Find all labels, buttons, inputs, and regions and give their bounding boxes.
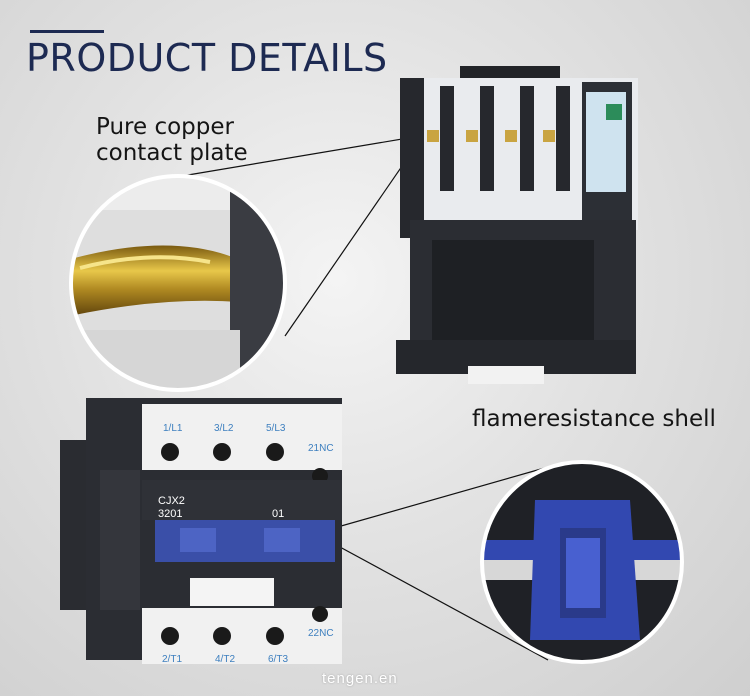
terminal-label-bottom: 2/T1: [162, 654, 182, 665]
terminal-label-bottom: 6/T3: [268, 654, 288, 665]
shell-callout-label: flameresistance shell: [472, 406, 716, 432]
watermark: tengen.en: [322, 670, 398, 687]
terminal-label-top: 1/L1: [163, 423, 183, 434]
actuator-zoom-circle: [480, 460, 684, 664]
terminal-label-bottom: 4/T2: [215, 654, 235, 665]
terminal-label-top: 21NC: [308, 443, 334, 454]
copper-zoom-circle: [69, 174, 287, 392]
terminal-label-top: 5/L3: [266, 423, 286, 434]
copper-callout-line1: Pure copper: [96, 114, 234, 140]
top-contactor: [396, 66, 638, 384]
copper-callout-line2: contact plate: [96, 140, 248, 166]
page-title: PRODUCT DETAILS: [26, 36, 388, 80]
model-label-2: 3201: [158, 508, 182, 520]
model-label-1: CJX2: [158, 495, 185, 507]
copper-callout-label: Pure copper contact plate: [96, 114, 248, 166]
terminal-label-top: 3/L2: [214, 423, 234, 434]
callout-lines: [169, 135, 549, 661]
terminal-label-bottom: 22NC: [308, 628, 334, 639]
bottom-contactor: [60, 398, 342, 664]
title-accent-line: [30, 30, 104, 33]
contact-code-label: 01: [272, 508, 284, 520]
